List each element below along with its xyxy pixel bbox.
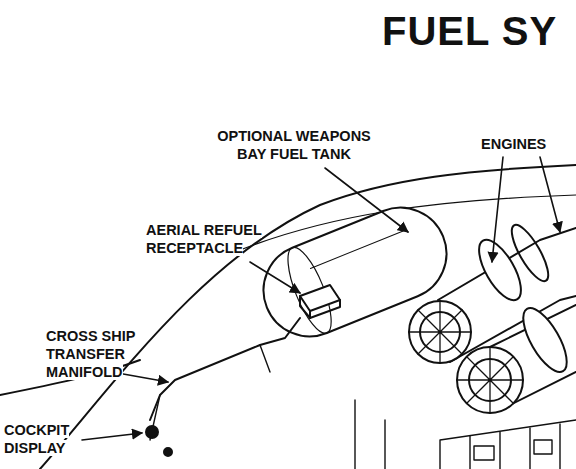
leader-line bbox=[82, 157, 560, 440]
callout-label: COCKPIT DISPLAY bbox=[4, 422, 69, 456]
title-block: FUEL SY bbox=[382, 8, 557, 54]
callout-label: OPTIONAL WEAPONS BAY FUEL TANK bbox=[217, 128, 371, 162]
equipment-frame bbox=[355, 400, 576, 469]
callout-label-block: AERIAL REFUEL RECEPTACLE bbox=[146, 221, 304, 257]
engine bbox=[457, 302, 576, 413]
diagram-title: FUEL SY bbox=[382, 9, 557, 53]
callout-label-block: ENGINES bbox=[481, 135, 573, 153]
callout-label-block: COCKPIT DISPLAY bbox=[4, 421, 96, 457]
callout-label: AERIAL REFUEL RECEPTACLE bbox=[146, 222, 262, 256]
transfer-manifold bbox=[150, 318, 300, 420]
callout-label-block: OPTIONAL WEAPONS BAY FUEL TANK bbox=[205, 127, 383, 163]
fuselage-outline bbox=[40, 165, 576, 469]
cockpit-display bbox=[146, 426, 172, 456]
refuel-receptacle bbox=[300, 285, 340, 318]
callout-label: CROSS SHIP TRANSFER MANIFOLD bbox=[46, 328, 135, 380]
callout-label-block: CROSS SHIP TRANSFER MANIFOLD bbox=[46, 327, 168, 381]
callout-label: ENGINES bbox=[481, 136, 546, 152]
transfer-manifold bbox=[260, 345, 270, 372]
